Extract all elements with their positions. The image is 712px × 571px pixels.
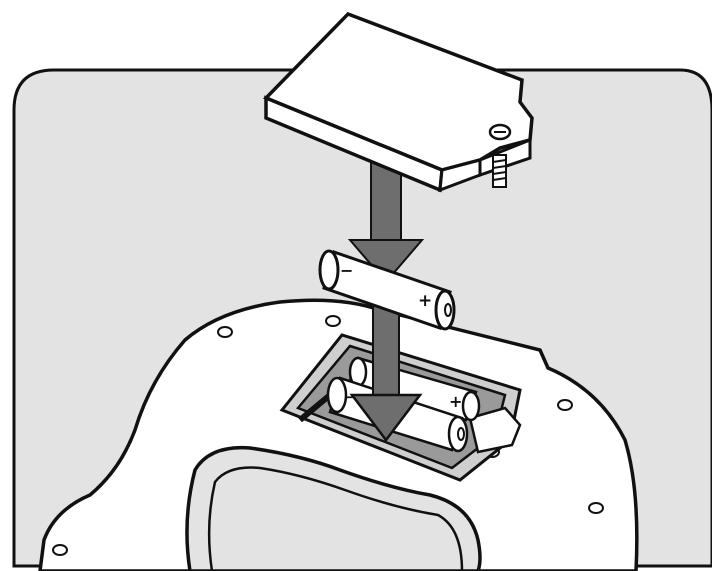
lid-screw-thread (493, 155, 506, 187)
screw-hole (53, 545, 67, 555)
screw-hole (326, 316, 340, 326)
screw-hole (558, 400, 572, 410)
screw-hole (218, 327, 232, 337)
battery-plus-label: + (418, 291, 432, 311)
battery-minus-label: − (340, 261, 353, 280)
screw-hole (589, 503, 603, 513)
battery-plus-label: + (449, 392, 462, 411)
